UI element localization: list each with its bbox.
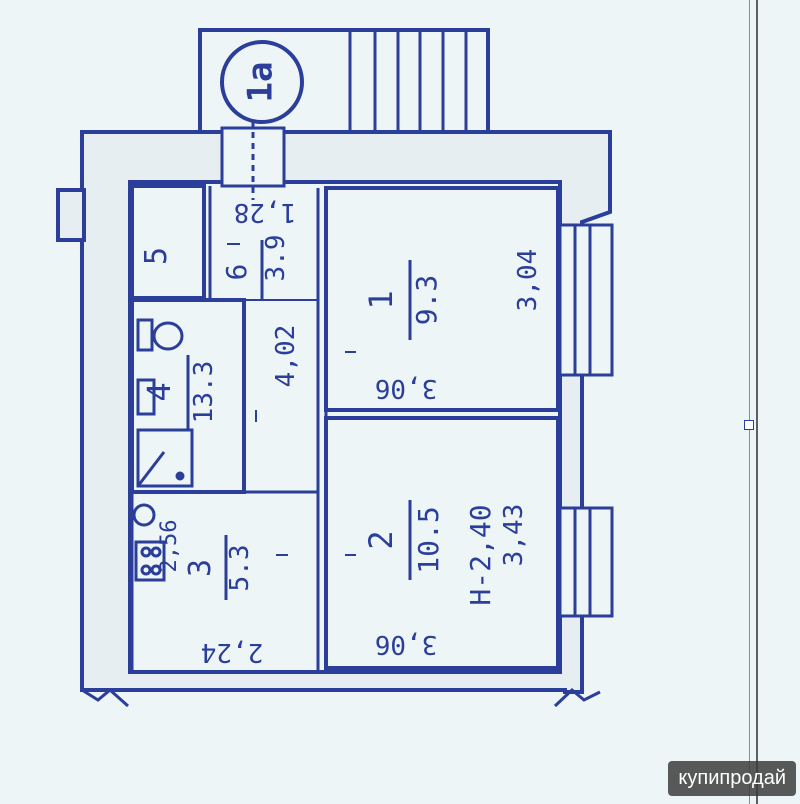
svg-text:1: 1 xyxy=(362,290,400,309)
dimension-3-06-bottom: 3,06 xyxy=(375,629,438,659)
room-3-label: 3 5.3 xyxy=(183,535,255,600)
window-lower xyxy=(558,506,614,618)
washbasin-icon xyxy=(132,503,156,527)
room-5-label: 5 xyxy=(139,247,174,265)
svg-text:9.3: 9.3 xyxy=(410,275,443,326)
dimension-3-06-top: 3,06 xyxy=(375,373,438,403)
dimension-1-28: 1,28 xyxy=(234,197,297,227)
svg-text:3: 3 xyxy=(183,559,218,577)
room-4-label: 4 13.3 xyxy=(140,355,219,430)
page-edge-line xyxy=(749,0,750,804)
dimension-2-24: 2,24 xyxy=(201,637,264,667)
svg-text:5.3: 5.3 xyxy=(225,545,255,592)
stair-treads xyxy=(348,30,468,132)
dimension-height: H-2,40 xyxy=(464,504,497,605)
svg-text:3.9: 3.9 xyxy=(261,235,291,282)
svg-text:2: 2 xyxy=(362,530,400,549)
dimension-3-04: 3,04 xyxy=(513,249,543,312)
partitions xyxy=(130,184,560,674)
room-1-label: 1 9.3 xyxy=(362,260,443,340)
entrance-marker-circle xyxy=(220,40,304,124)
dimension-3-43: 3,43 xyxy=(499,504,529,567)
sink-icon xyxy=(136,378,156,416)
svg-text:10.5: 10.5 xyxy=(412,506,445,573)
svg-text:5: 5 xyxy=(139,247,174,265)
page-edge-shadow xyxy=(756,0,758,804)
room-6-label: 6 3.9 xyxy=(220,235,291,300)
svg-text:6: 6 xyxy=(220,264,253,281)
watermark: купипродай xyxy=(668,761,796,796)
svg-text:13.3: 13.3 xyxy=(189,361,219,424)
toilet-icon xyxy=(136,318,184,352)
resize-handle[interactable] xyxy=(744,420,754,430)
break-line-right xyxy=(553,687,601,708)
window-upper xyxy=(558,223,614,377)
dimension-4-02: 4,02 xyxy=(271,325,301,388)
break-line-left xyxy=(81,688,129,708)
room-2-label: 2 10.5 xyxy=(362,500,445,580)
entrance-marker-label: 1a xyxy=(241,62,281,103)
bathtub-icon xyxy=(136,428,194,488)
dimension-2-56: 2,56 xyxy=(157,520,182,573)
stove-icon xyxy=(134,540,166,582)
svg-text:4: 4 xyxy=(140,382,178,401)
wall-notch xyxy=(56,188,86,242)
